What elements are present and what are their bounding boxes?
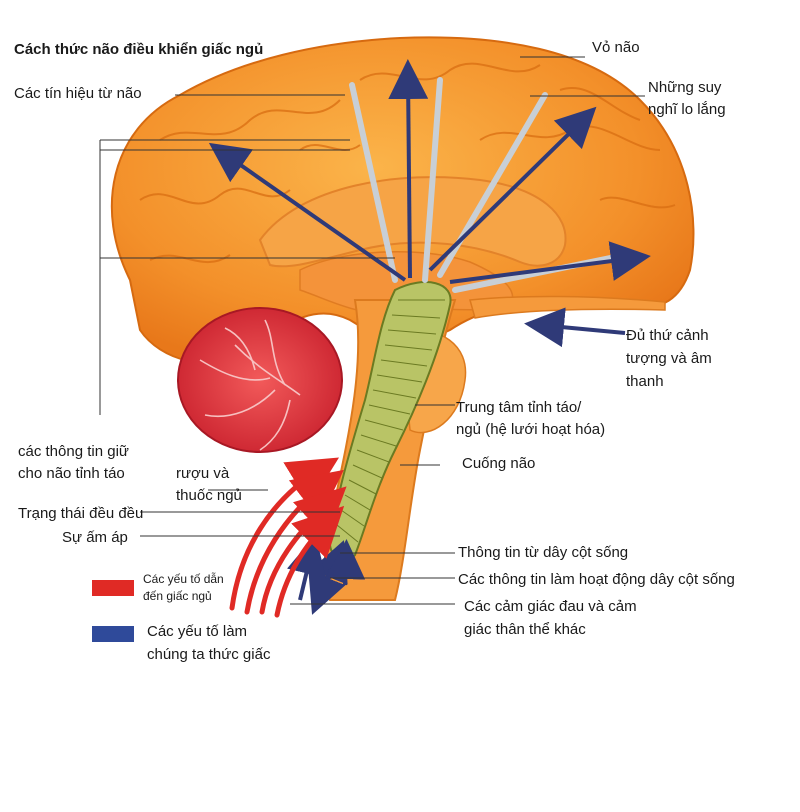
diagram-title: Cách thức não điều khiển giấc ngủ bbox=[14, 41, 264, 58]
optic-nerve bbox=[469, 295, 666, 319]
label-worries-2: nghĩ lo lắng bbox=[648, 101, 726, 118]
label-alcohol-1: rượu và bbox=[176, 465, 230, 482]
legend-sleep-line1: Các yếu tố dẫn bbox=[143, 572, 224, 586]
label-brain-signals: Các tín hiệu từ não bbox=[14, 85, 142, 102]
corpus-callosum bbox=[258, 176, 567, 268]
gyri-texture bbox=[139, 62, 676, 264]
legend-sleep-line2: đến giấc ngủ bbox=[143, 589, 212, 603]
label-pain-1: Các cảm giác đau và cảm bbox=[464, 598, 637, 615]
leader-lines bbox=[99, 56, 645, 605]
label-spinal-info: Thông tin từ dây cột sống bbox=[458, 544, 629, 561]
grey-arrows bbox=[349, 77, 628, 293]
label-center-2: ngủ (hệ lưới hoạt hóa) bbox=[456, 421, 606, 438]
label-cortex: Vỏ não bbox=[592, 39, 640, 56]
label-rhythm: Trạng thái đều đều bbox=[18, 505, 144, 522]
legend-swatch-awake bbox=[92, 626, 134, 642]
label-keep-awake-1: các thông tin giữ bbox=[18, 443, 129, 460]
legend-awake-line1: Các yếu tố làm bbox=[147, 623, 248, 640]
legend-awake-line2: chúng ta thức giấc bbox=[147, 646, 271, 663]
sleep-arrows bbox=[229, 457, 347, 618]
label-center-1: Trung tâm tỉnh táo/ bbox=[456, 399, 582, 416]
label-spinal-activity: Các thông tin làm hoạt động dây cột sống bbox=[458, 571, 735, 588]
label-sights-3: thanh bbox=[626, 373, 664, 390]
formation-stripes bbox=[336, 299, 445, 543]
label-alcohol-2: thuốc ngủ bbox=[176, 487, 242, 504]
legend-swatch-sleep bbox=[92, 580, 134, 596]
awake-arrows bbox=[208, 59, 651, 615]
label-pain-2: giác thân thể khác bbox=[464, 621, 586, 638]
cerebellum-branches bbox=[199, 319, 301, 451]
label-brainstem: Cuống não bbox=[462, 455, 536, 472]
label-warmth: Sự ấm áp bbox=[62, 529, 128, 546]
label-keep-awake-2: cho não tỉnh táo bbox=[18, 465, 125, 482]
label-sights-2: tượng và âm bbox=[626, 350, 712, 367]
label-sights-1: Đủ thứ cảnh bbox=[626, 327, 709, 344]
label-worries-1: Những suy bbox=[648, 79, 722, 96]
